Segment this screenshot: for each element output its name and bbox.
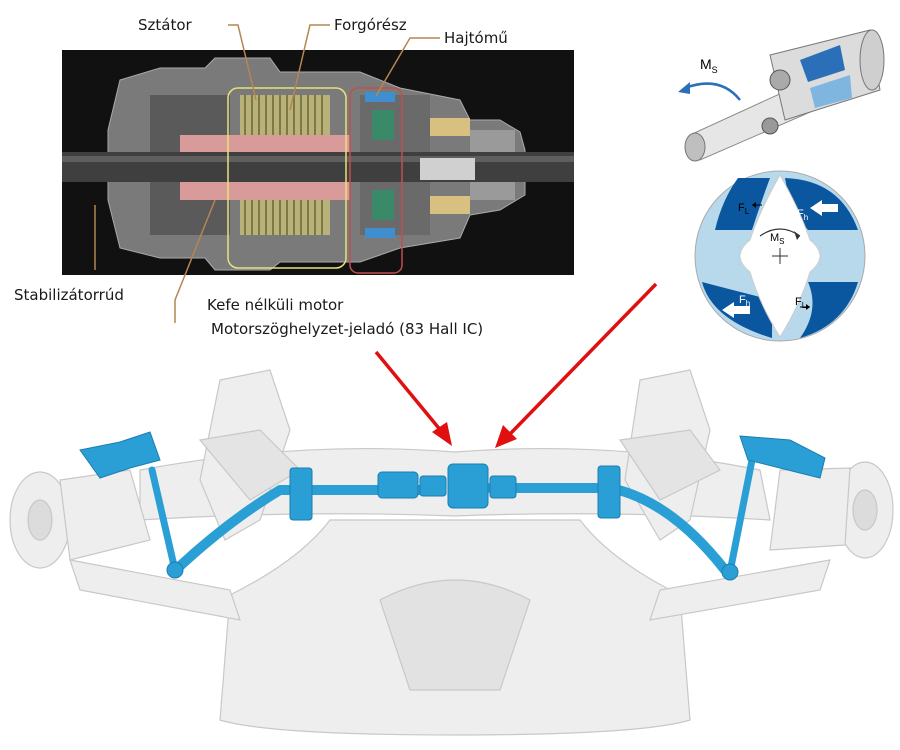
arrow-right-red xyxy=(495,282,658,448)
fh-label-bottom: Fh xyxy=(739,294,751,309)
stabilizer-bar-left xyxy=(175,485,445,571)
leader-lines xyxy=(94,24,440,323)
position-sensor-label: Motorszöghelyzet-jeladó (83 Hall IC) xyxy=(211,320,484,338)
upper-bracket-left xyxy=(79,431,161,479)
torque-label-center: MS xyxy=(770,232,785,247)
fh-label-top: Fh xyxy=(797,208,809,223)
upper-bracket-right xyxy=(739,435,826,479)
gearbox-outline xyxy=(349,87,403,274)
bushing-right xyxy=(597,465,621,519)
drop-link-right xyxy=(726,456,756,576)
stator-rotor-outline xyxy=(227,87,347,269)
rotor xyxy=(180,135,350,155)
rotor-label: Forgórész xyxy=(334,16,407,34)
fl-label-top: FL xyxy=(738,202,750,217)
stator-windings xyxy=(240,95,330,235)
brushless-motor-label: Kefe nélküli motor xyxy=(207,296,344,314)
bushing-left xyxy=(289,467,313,521)
gearbox-label: Hajtómű xyxy=(444,29,508,47)
torque-arrow xyxy=(684,82,741,101)
actuator-motor xyxy=(447,463,489,509)
stator-label: Sztátor xyxy=(138,16,192,34)
fl-label-bottom: FL xyxy=(795,296,807,311)
stabilizer-bar-label: Stabilizátorrúd xyxy=(14,286,124,304)
torque-label-top: MS xyxy=(700,56,718,75)
actuator-housing xyxy=(377,471,419,499)
arrow-left-red xyxy=(374,350,452,446)
drop-link-left xyxy=(148,466,179,574)
